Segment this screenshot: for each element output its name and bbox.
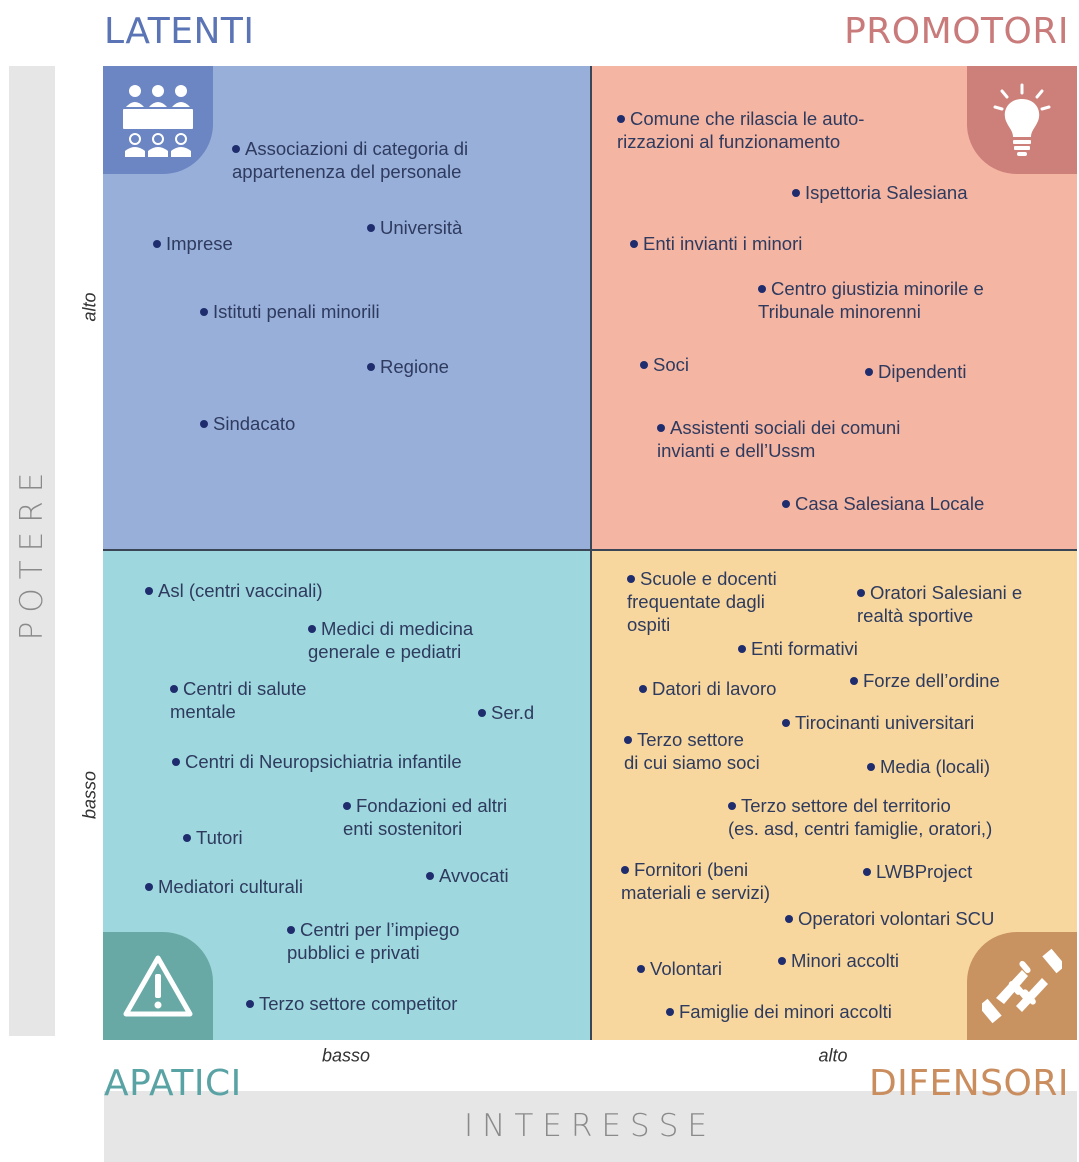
bullet-dot [627,575,635,583]
warning-icon [103,932,213,1040]
bullet-dot [246,1000,254,1008]
vertical-divider [590,66,592,1040]
bullet-dot [426,872,434,880]
bullet-dot [367,363,375,371]
bullet-dot [183,834,191,842]
stakeholder-comune: Comune che rilascia le auto-rizzazioni a… [617,108,865,152]
bullet-dot [640,361,648,369]
bullet-dot [343,802,351,810]
bullet-dot [738,645,746,653]
quadrant-title-promotori: PROMOTORI [844,11,1069,52]
x-tick-low: basso [321,1045,371,1066]
stakeholder-ispettoria: Ispettoria Salesiana [792,181,968,204]
stakeholder-neuropsichiatria: Centri di Neuropsichiatria infantile [172,750,462,773]
handshake-icon [967,932,1077,1040]
x-axis-title: INTERESSE [464,1108,716,1144]
stakeholder-minori-accolti: Minori accolti [778,949,899,972]
lightbulb-icon [967,66,1077,174]
bullet-dot [617,115,625,123]
bullet-dot [867,763,875,771]
bullet-dot [865,368,873,376]
bullet-dot [308,625,316,633]
bullet-dot [232,145,240,153]
horizontal-divider [103,549,1077,551]
stakeholder-forze-ordine: Forze dell’ordine [850,669,1000,692]
y-tick-low: basso [79,770,100,820]
stakeholder-serd: Ser.d [478,701,534,724]
bullet-dot [782,719,790,727]
bullet-dot [170,685,178,693]
bullet-dot [153,240,161,248]
bullet-dot [367,224,375,232]
stakeholder-lwbproject: LWBProject [863,860,972,883]
bullet-dot [145,883,153,891]
stakeholder-famiglie-minori: Famiglie dei minori accolti [666,1000,892,1023]
stakeholder-tutori: Tutori [183,826,243,849]
bullet-dot [172,758,180,766]
bullet-dot [778,957,786,965]
stakeholder-datori-lavoro: Datori di lavoro [639,677,776,700]
bullet-dot [728,802,736,810]
stakeholder-volontari: Volontari [637,957,722,980]
y-tick-high: alto [79,292,100,322]
stakeholder-enti-invianti: Enti invianti i minori [630,232,802,255]
stakeholder-terzo-settore-territorio: Terzo settore del territorio(es. asd, ce… [728,795,993,839]
bullet-dot [639,685,647,693]
stakeholder-terzo-settore-competitor: Terzo settore competitor [246,992,457,1015]
stakeholder-avvocati: Avvocati [426,864,509,887]
stakeholder-regione: Regione [367,355,449,378]
stakeholder-soci: Soci [640,353,689,376]
stakeholder-tirocinanti: Tirocinanti universitari [782,711,974,734]
bullet-dot [621,866,629,874]
stakeholder-enti-formativi: Enti formativi [738,637,858,660]
bullet-dot [287,926,295,934]
bullet-dot [758,285,766,293]
x-tick-high: alto [818,1045,848,1066]
bullet-dot [200,420,208,428]
stakeholder-casa-salesiana: Casa Salesiana Locale [782,492,984,515]
stakeholder-mediatori: Mediatori culturali [145,875,303,898]
quadrant-title-apatici: APATICI [104,1063,242,1104]
bullet-dot [478,709,486,717]
quadrant-title-latenti: LATENTI [104,11,255,52]
bullet-dot [857,589,865,597]
bullet-dot [630,240,638,248]
y-axis-bar [9,66,55,1036]
stakeholder-imprese: Imprese [153,232,233,255]
stakeholder-operatori-scu: Operatori volontari SCU [785,907,994,930]
bullet-dot [657,424,665,432]
bullet-dot [145,587,153,595]
stakeholder-asl: Asl (centri vaccinali) [145,579,323,602]
stakeholder-sindacato: Sindacato [200,412,295,435]
bullet-dot [624,736,632,744]
meeting-people-icon [103,66,213,174]
bullet-dot [850,677,858,685]
bullet-dot [863,868,871,876]
bullet-dot [785,915,793,923]
x-axis-bar [104,1091,1077,1162]
bullet-dot [637,965,645,973]
bullet-dot [782,500,790,508]
stakeholder-media: Media (locali) [867,755,990,778]
stakeholder-dipendenti: Dipendenti [865,360,966,383]
stakeholder-istituti-penali: Istituti penali minorili [200,300,380,323]
bullet-dot [200,308,208,316]
bullet-dot [666,1008,674,1016]
stakeholder-universita: Università [367,216,462,239]
quadrant-title-difensori: DIFENSORI [868,1063,1069,1104]
bullet-dot [792,189,800,197]
y-axis-title: POTERE [14,463,50,641]
